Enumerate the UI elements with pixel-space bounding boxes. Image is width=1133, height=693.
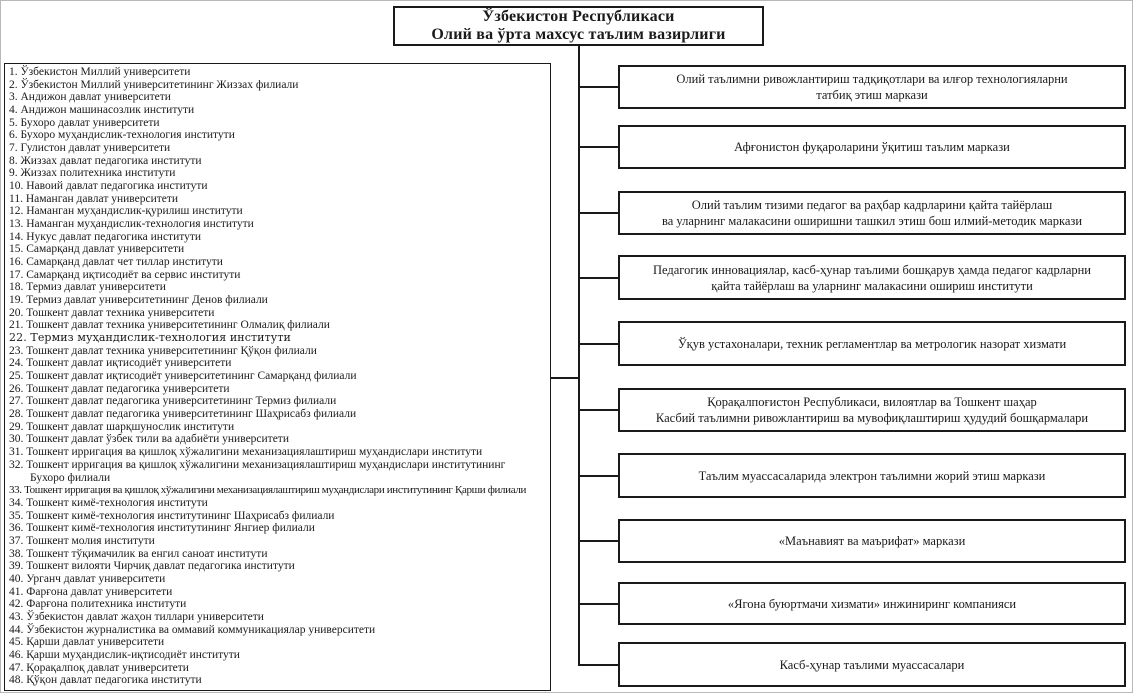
list-item: 45. Қарши давлат университети — [9, 636, 165, 649]
org-box: Таълим муассасаларида электрон таълимни … — [580, 453, 1126, 498]
list-item: 22. Термиз муҳандислик-технология инстит… — [9, 331, 291, 345]
list-item: 16. Самарқанд давлат чет тиллар институт… — [9, 256, 223, 269]
list-item: 10. Навоий давлат педагогика институти — [9, 180, 208, 193]
list-item: 43. Ўзбекистон давлат жаҳон тиллари унив… — [9, 610, 264, 623]
list-item: 32. Тошкент ирригация ва қишлоқ хўжалиги… — [9, 458, 506, 484]
ministry-title-line1: Ўзбекистон Республикаси — [482, 8, 675, 25]
list-item: 25. Тошкент давлат иқтисодиёт университе… — [9, 370, 357, 383]
ministry-title-box: Ўзбекистон Республикаси Олий ва ўрта мах… — [393, 6, 764, 46]
org-box: Афғонистон фуқароларини ўқитиш таълим ма… — [580, 125, 1126, 169]
list-item: 28. Тошкент давлат педагогика университе… — [9, 408, 357, 421]
list-item: 37. Тошкент молия институти — [9, 534, 155, 547]
ministry-title-line2: Олий ва ўрта махсус таълим вазирлиги — [431, 26, 726, 43]
list-item: 48. Қўқон давлат педагогика институти — [9, 674, 202, 687]
list-item: 5. Бухоро давлат университети — [9, 116, 160, 129]
list-item: 36. Тошкент кимё-технология институтинин… — [9, 522, 315, 535]
list-item: 34. Тошкент кимё-технология институти — [9, 496, 208, 509]
list-item: 27. Тошкент давлат педагогика университе… — [9, 395, 337, 408]
list-item: 38. Тошкент тўқимачилик ва енгил саноат … — [9, 547, 268, 560]
list-item: 12. Наманган муҳандислик-қурилиш институ… — [9, 205, 243, 218]
list-item: 30. Тошкент давлат ўзбек тили ва адабиёт… — [9, 433, 289, 446]
list-item: 11. Наманган давлат университети — [9, 192, 179, 205]
list-item: 21. Тошкент давлат техника университетин… — [9, 319, 330, 332]
list-item: 13. Наманган муҳандислик-технология инст… — [9, 218, 254, 231]
list-item: 31. Тошкент ирригация ва қишлоқ хўжалиги… — [9, 446, 483, 459]
spine-connector-line — [578, 46, 580, 666]
list-connector-line — [551, 377, 579, 379]
org-box: «Ягона буюртмачи хизмати» инжиниринг ком… — [580, 582, 1126, 625]
list-item: 6. Бухоро муҳандислик-технология институ… — [9, 129, 235, 142]
org-box: Олий таълим тизими педагог ва раҳбар кад… — [580, 191, 1126, 235]
list-item: 29. Тошкент давлат шарқшунослик институт… — [9, 420, 235, 433]
list-item: 44. Ўзбекистон журналистика ва оммавий к… — [9, 623, 376, 636]
org-box: Педагогик инновациялар, касб-ҳунар таъли… — [580, 255, 1126, 300]
list-item: 23. Тошкент давлат техника университетин… — [9, 344, 317, 357]
org-box: Ўқув устахоналари, техник регламентлар в… — [580, 321, 1126, 366]
list-item: 40. Урганч давлат университети — [9, 572, 166, 585]
list-item: 7. Гулистон давлат университети — [9, 142, 171, 155]
list-item: 4. Андижон машинасозлик институти — [9, 104, 195, 117]
list-item: 19. Термиз давлат университетининг Денов… — [9, 294, 268, 307]
org-box: Қорақалпоғистон Республикаси, вилоятлар … — [580, 388, 1126, 432]
org-box: «Маънавият ва маърифат» маркази — [580, 519, 1126, 563]
list-item: 42. Фарғона политехника институти — [9, 598, 187, 611]
list-item: 33. Тошкент ирригация ва қишлоқ хўжалиги… — [9, 484, 527, 497]
list-item: 9. Жиззах политехника институти — [9, 167, 176, 180]
list-item: 26. Тошкент давлат педагогика университе… — [9, 382, 230, 395]
list-item: 14. Нукус давлат педагогика институти — [9, 230, 202, 243]
list-item: 24. Тошкент давлат иқтисодиёт университе… — [9, 357, 232, 370]
list-item: 1. Ўзбекистон Миллий университети — [9, 66, 191, 78]
list-item: 46. Қарши муҳандислик-иқтисодиёт институ… — [9, 648, 240, 661]
list-item: 8. Жиззах давлат педагогика институти — [9, 154, 202, 167]
org-box: Касб-ҳунар таълими муассасалари — [580, 642, 1126, 687]
org-box: Олий таълимни ривожлантириш тадқиқотлари… — [580, 65, 1126, 109]
list-item: 2. Ўзбекистон Миллий университетининг Жи… — [9, 78, 299, 91]
list-item: 15. Самарқанд давлат университети — [9, 243, 185, 256]
list-item: 3. Андижон давлат университети — [9, 91, 171, 104]
list-item: 47. Қорақалпоқ давлат университети — [9, 661, 189, 674]
list-item: 17. Самарқанд иқтисодиёт ва сервис инсти… — [9, 268, 241, 281]
list-item: 41. Фарғона давлат университети — [9, 585, 173, 598]
list-item: 39. Тошкент вилояти Чирчиқ давлат педаго… — [9, 560, 295, 573]
list-item: 20. Тошкент давлат техника университети — [9, 306, 215, 319]
list-item: 18. Термиз давлат университети — [9, 281, 166, 294]
list-item: 35. Тошкент кимё-технология институтинин… — [9, 509, 335, 522]
